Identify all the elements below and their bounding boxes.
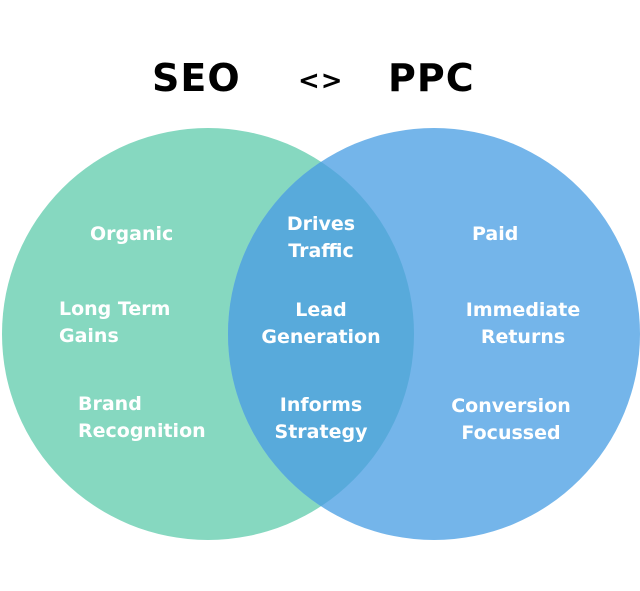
ppc-item-paid: Paid [472, 223, 519, 245]
ppc-title: PPC [388, 56, 475, 100]
seo-title: SEO [152, 56, 241, 100]
seo-item-organic: Organic [90, 223, 174, 245]
overlap-region [228, 128, 414, 540]
versus-separator: <> [298, 66, 344, 96]
